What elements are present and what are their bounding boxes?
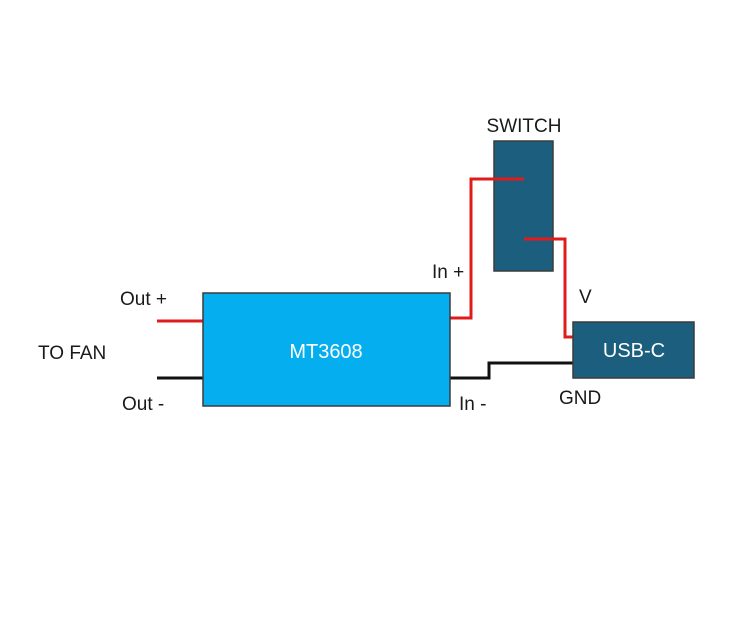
wire-ground-to-usb <box>450 361 573 380</box>
in-plus-label: In + <box>432 262 464 283</box>
switch-box <box>493 140 554 272</box>
mt3608-label: MT3608 <box>289 341 362 363</box>
usb-c-label: USB-C <box>603 340 665 362</box>
out-plus-label: Out + <box>120 289 167 310</box>
out-minus-label: Out - <box>122 394 164 415</box>
usb-c-box <box>572 321 695 379</box>
wire-switch-to-usb-v <box>524 237 573 339</box>
gnd-label: GND <box>559 388 601 409</box>
to-fan-label: TO FAN <box>38 343 106 364</box>
wire-in-positive-to-switch <box>450 177 524 320</box>
v-label: V <box>579 287 592 308</box>
switch-label: SWITCH <box>487 116 562 137</box>
in-minus-label: In - <box>459 394 486 415</box>
mt3608-box <box>202 292 451 407</box>
